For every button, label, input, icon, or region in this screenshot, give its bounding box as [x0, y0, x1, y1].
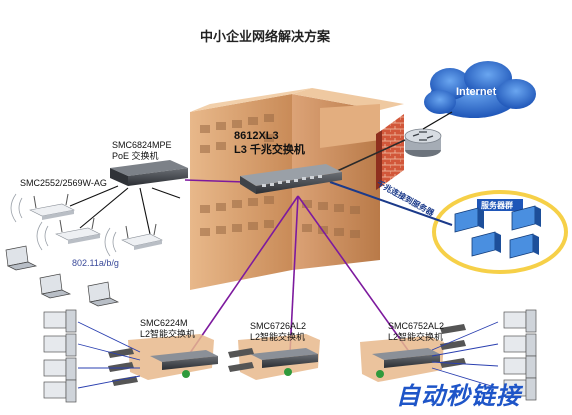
server-icon	[454, 207, 484, 233]
office-building	[190, 88, 404, 290]
link-poe-ap4	[151, 187, 181, 199]
link-poe-ap1	[69, 185, 119, 207]
desktop-pc-icon	[503, 355, 537, 379]
wireless-standard: 802.11a/b/g	[72, 258, 119, 268]
wireless-signal-icon	[10, 193, 117, 257]
desktop-pc-icon	[43, 333, 77, 357]
internet-cloud-icon	[424, 61, 536, 118]
desktop-pc-icon	[43, 357, 77, 381]
server-group	[432, 190, 568, 274]
diagram-title: 中小企业网络解决方案	[200, 30, 331, 45]
link-core-access-1	[189, 195, 299, 354]
internet-label: Internet	[456, 86, 497, 98]
access-switch-3	[360, 324, 466, 382]
server-icon	[509, 233, 539, 259]
access-switch-2-desc: L2智能交换机	[250, 332, 306, 342]
firewall-icon	[376, 114, 404, 190]
access-switch-2-model: SMC6726AL2	[250, 321, 307, 331]
desktop-pc-icon	[503, 377, 537, 401]
link-core-access-3	[297, 195, 411, 354]
wireless-links	[69, 185, 181, 235]
poe-switch-icon	[110, 160, 188, 186]
link-poe-core	[184, 179, 246, 183]
access-switch-1-desc: L2智能交换机	[140, 329, 196, 339]
access-links-3	[431, 321, 499, 389]
desktop-pc-icon	[43, 309, 77, 333]
access-point-icon	[121, 223, 163, 250]
access-switch-2	[228, 334, 320, 380]
access-point-icon	[29, 193, 75, 220]
laptop-icon	[39, 273, 72, 299]
link-poe-ap3	[139, 187, 151, 235]
link-core-access-2	[289, 195, 299, 354]
desktop-pc-icon	[503, 333, 537, 357]
link-core-router	[334, 139, 406, 173]
desktop-pc-icon	[43, 379, 77, 403]
access-switch-1-model: SMC6224M	[140, 318, 188, 328]
router-cloud-link	[422, 111, 453, 130]
link-core-servers	[329, 181, 453, 226]
router-icon	[404, 128, 442, 157]
server-group-label: 服务器群	[481, 201, 513, 210]
core-switch-desc: L3 千兆交换机	[234, 144, 305, 156]
access-point-icon	[55, 217, 101, 244]
network-links	[184, 139, 453, 354]
laptop-icon	[5, 245, 38, 271]
poe-switch-desc: PoE 交换机	[112, 151, 159, 161]
access-switch-3-model: SMC6752AL2	[388, 321, 445, 331]
laptop-icon	[87, 281, 120, 307]
access-switch-1	[108, 334, 218, 386]
poe-switch-model: SMC6824MPE	[112, 140, 172, 150]
server-icon	[511, 205, 541, 231]
link-poe-ap2	[79, 187, 129, 229]
desktop-pc-icon	[503, 309, 537, 333]
core-switch-icon	[240, 164, 342, 194]
core-switch-model: 8612XL3	[234, 130, 279, 142]
watermark: 自动秒链接	[396, 382, 521, 410]
access-switch-3-desc: L2智能交换机	[388, 332, 444, 342]
access-links-1	[77, 321, 141, 389]
wireless-ap-model: SMC2552/2569W-AG	[20, 178, 107, 188]
server-icon	[471, 231, 501, 257]
